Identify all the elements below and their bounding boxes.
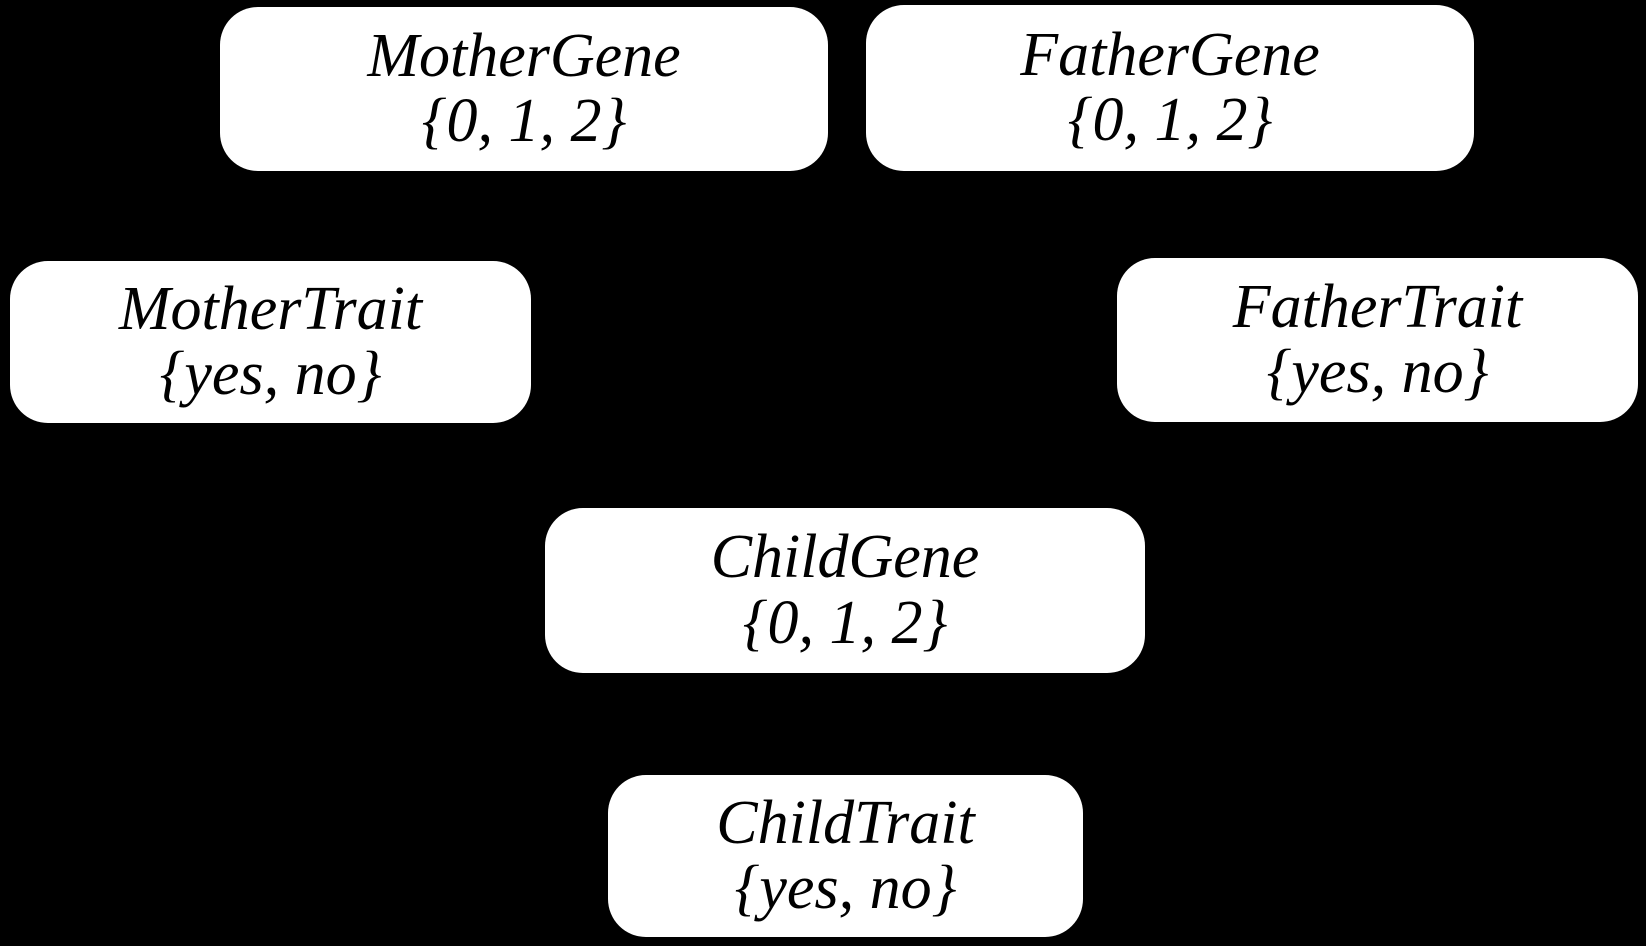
node-father-gene: FatherGene {0, 1, 2} <box>866 5 1474 171</box>
node-label: FatherGene <box>1020 20 1320 89</box>
node-label: ChildTrait <box>716 788 975 857</box>
node-father-trait: FatherTrait {yes, no} <box>1117 258 1638 422</box>
node-label: MotherTrait <box>118 274 423 343</box>
node-domain: {0, 1, 2} <box>742 588 948 657</box>
node-child-trait: ChildTrait {yes, no} <box>608 775 1083 937</box>
node-child-gene: ChildGene {0, 1, 2} <box>545 508 1145 673</box>
node-domain: {0, 1, 2} <box>1067 86 1273 154</box>
node-label: ChildGene <box>710 523 980 592</box>
node-domain: {0, 1, 2} <box>421 87 627 155</box>
node-domain: {yes, no} <box>734 854 957 922</box>
node-mother-gene: MotherGene {0, 1, 2} <box>220 7 828 171</box>
node-mother-trait: MotherTrait {yes, no} <box>10 261 531 423</box>
node-label: MotherGene <box>367 21 681 90</box>
node-label: FatherTrait <box>1232 272 1523 341</box>
node-domain: {yes, no} <box>159 340 382 408</box>
node-domain: {yes, no} <box>1266 338 1489 406</box>
